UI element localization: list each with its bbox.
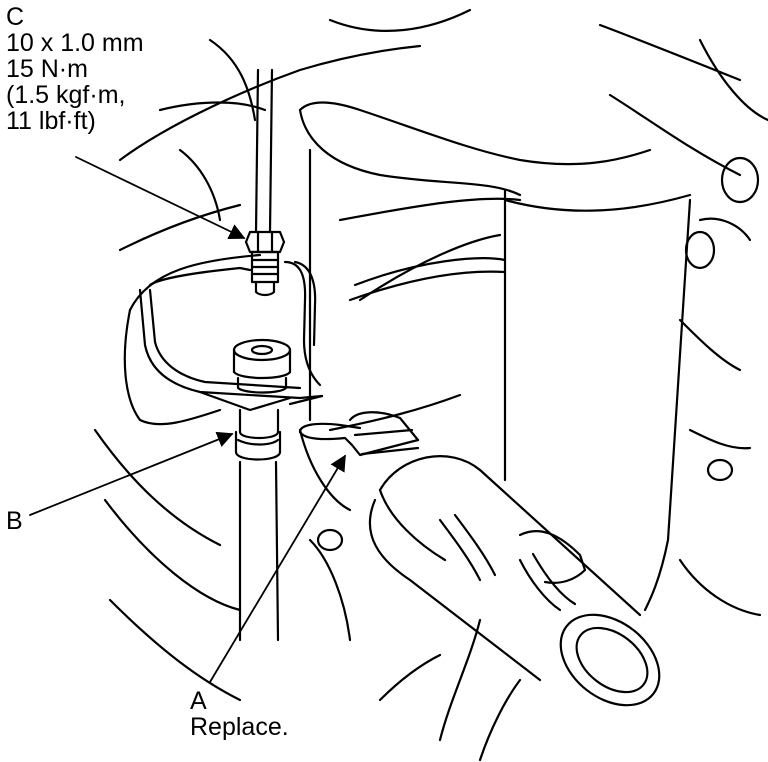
callout-a-note: Replace. — [190, 713, 289, 741]
leader-c — [75, 156, 246, 239]
hammer — [368, 455, 661, 762]
callout-b: B — [6, 508, 23, 534]
leader-a — [209, 454, 346, 683]
callout-c-lbf: 11 lbf·ft) — [6, 107, 96, 135]
retaining-clip-a — [298, 411, 420, 457]
callout-c: C 10 x 1.0 mm 15 N·m (1.5 kgf·m, 11 lbf·… — [6, 4, 144, 134]
callout-c-torque: 15 N·m — [6, 55, 88, 83]
background-structure — [93, 8, 768, 702]
callout-c-size: 10 x 1.0 mm — [6, 29, 144, 57]
callout-b-letter: B — [6, 507, 23, 535]
callout-a-letter: A — [190, 687, 207, 715]
brake-pipe — [254, 68, 274, 234]
hose-bracket — [138, 260, 324, 412]
flare-nut-c — [244, 230, 286, 297]
callout-c-letter: C — [6, 3, 25, 31]
strut — [298, 101, 692, 612]
leader-b — [29, 431, 234, 516]
brake-hose-b — [234, 408, 282, 642]
callout-a: A Replace. — [190, 688, 289, 740]
callout-c-kgf: (1.5 kgf·m, — [6, 81, 126, 109]
hose-fitting — [232, 338, 292, 394]
leader-lines — [29, 156, 346, 683]
